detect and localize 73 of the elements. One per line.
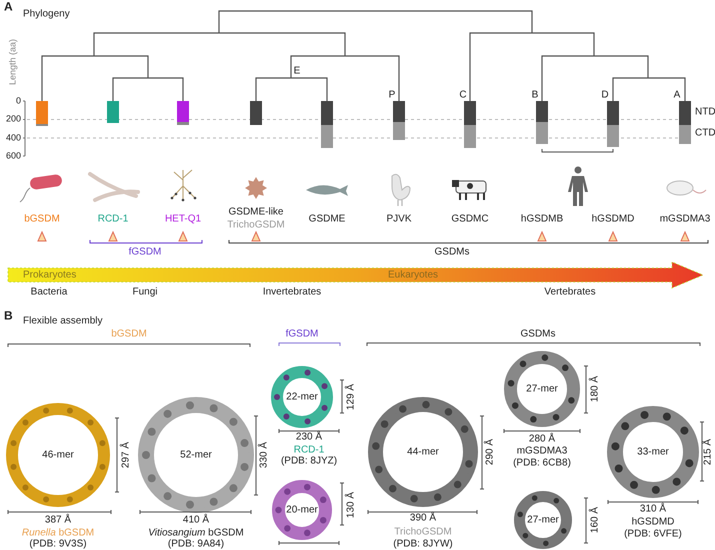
dimension-label: 215 Å <box>702 438 714 466</box>
pdb-id: (PDB: 6VFE) <box>624 528 682 540</box>
structure-name: RCD-1 <box>294 444 324 456</box>
dimension-label: 387 Å <box>44 514 72 526</box>
dimension-label: 297 Å <box>120 442 132 468</box>
taxon-label: Bacteria <box>30 286 68 298</box>
panel-title: Flexible assembly <box>23 316 102 326</box>
group-label: fGSDM <box>128 246 162 258</box>
group-label: GSDMs <box>520 328 556 340</box>
protein-label: RCD-1 <box>98 214 128 224</box>
protein-label: TrichoGSDM <box>227 220 285 230</box>
protein-label: GSDME-like <box>228 206 284 218</box>
dimension-label: 390 Å <box>410 512 436 524</box>
protein-label: hGSDMD <box>592 214 634 224</box>
domain-of-life-label: Eukaryotes <box>388 270 438 280</box>
protein-label: mGSDMA3 <box>660 214 710 224</box>
pdb-id: (PDB: 8JYW) <box>393 538 453 550</box>
structure-name: Vitiosangium bGSDM <box>148 528 244 538</box>
oligomer-label: 52-mer <box>180 450 212 460</box>
oligomer-label: 46-mer <box>42 450 74 460</box>
panel-letter: B <box>4 310 13 322</box>
structure-name: TrichoGSDM <box>394 526 452 538</box>
oligomer-label: 33-mer <box>637 446 669 458</box>
clade-letter: P <box>388 90 396 100</box>
protein-label: bGSDM <box>24 214 60 224</box>
pdb-id: (PDB: 6CB8) <box>513 458 571 468</box>
dimension-label: 330 Å <box>258 442 270 468</box>
group-label: bGSDM <box>111 328 147 340</box>
dimension-label: 410 Å <box>182 514 210 526</box>
taxon-label: Vertebrates <box>544 286 596 298</box>
dimension-label: 290 Å <box>484 438 496 466</box>
group-label: GSDMs <box>434 246 470 258</box>
tick-label: 600 <box>6 150 21 162</box>
pdb-id: (PDB: 9V3S) <box>29 538 87 550</box>
dimension-label: 280 Å <box>528 434 556 444</box>
panel-letter: A <box>4 2 13 12</box>
clade-letter: C <box>459 90 467 100</box>
oligomer-label: 20-mer <box>286 504 318 516</box>
clade-letter: A <box>674 90 680 100</box>
tick-label: 400 <box>6 132 21 144</box>
tick-label: 0 <box>16 96 21 106</box>
structure-name: mGSDMA3 <box>516 446 568 456</box>
dimension-label: 129 Å <box>346 384 356 410</box>
oligomer-label: 22-mer <box>286 392 318 402</box>
dimension-label: 160 Å <box>590 506 600 534</box>
pdb-id: (PDB: 8JYZ) <box>280 456 338 466</box>
protein-label: PJVK <box>386 214 412 224</box>
dimension-label: 230 Å <box>296 432 322 442</box>
taxon-label: Invertebrates <box>262 286 322 298</box>
pdb-id: (PDB: 9A84) <box>168 538 224 550</box>
dimension-label: 310 Å <box>640 504 666 514</box>
oligomer-label: 27-mer <box>526 384 558 394</box>
dimension-label: 130 Å <box>346 492 356 518</box>
oligomer-label: 44-mer <box>407 446 439 458</box>
protein-label: hGSDMB <box>520 214 564 224</box>
taxon-label: Fungi <box>132 286 158 298</box>
axis-title: Length (aa) <box>8 38 18 86</box>
clade-letter: D <box>601 90 609 100</box>
oligomer-label: 27-mer <box>527 514 559 526</box>
panel-title: Phylogeny <box>23 8 70 20</box>
dimension-label: 180 Å <box>590 376 600 402</box>
domain-label: CTD <box>695 128 715 138</box>
protein-label: GSDME <box>308 214 346 224</box>
clade-letter: E <box>294 66 300 76</box>
domain-label: NTD <box>695 106 715 118</box>
protein-label: GSDMC <box>451 214 489 224</box>
tick-label: 200 <box>6 114 21 124</box>
protein-label: HET-Q1 <box>164 214 202 224</box>
structure-name: Runella bGSDM <box>22 528 94 538</box>
domain-of-life-label: Prokaryotes <box>23 270 76 280</box>
clade-letter: B <box>532 90 538 100</box>
structure-name: hGSDMD <box>632 516 674 528</box>
group-label: fGSDM <box>286 328 318 340</box>
